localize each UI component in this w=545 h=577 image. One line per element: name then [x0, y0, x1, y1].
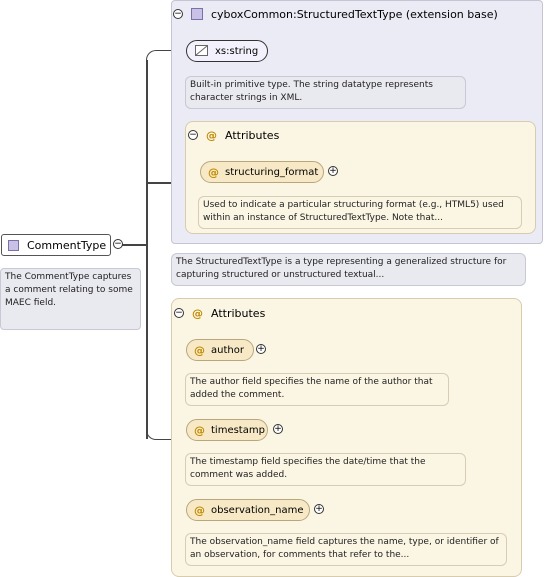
collapse-icon[interactable]: −: [174, 308, 184, 318]
attribute-icon: @: [208, 165, 219, 179]
base-type-box[interactable]: xs:string: [186, 40, 268, 62]
root-element[interactable]: CommentType: [1, 234, 111, 256]
expand-icon[interactable]: +: [256, 344, 266, 354]
extension-header-label: cyboxCommon:StructuredTextType (extensio…: [211, 7, 498, 21]
attribute-label: observation_name: [211, 504, 304, 516]
extension-attributes-header: − @ Attributes: [188, 127, 388, 143]
attribute-author[interactable]: @ author: [186, 339, 254, 361]
connector-trunk: [146, 60, 148, 439]
expand-icon[interactable]: +: [314, 504, 324, 514]
attribute-observation-name[interactable]: @ observation_name: [186, 499, 310, 521]
root-element-doc: The CommentType captures a comment relat…: [0, 268, 141, 330]
attribute-label: timestamp: [211, 424, 265, 436]
collapse-icon[interactable]: −: [188, 130, 198, 140]
attribute-label: author: [211, 344, 244, 356]
extension-header: − cyboxCommon:StructuredTextType (extens…: [173, 6, 533, 22]
attribute-label: structuring_format: [225, 166, 319, 178]
complex-type-icon: [8, 239, 19, 251]
attribute-author-doc: The author field specifies the name of t…: [185, 373, 449, 406]
primitive-type-icon: [195, 45, 208, 56]
connector-top-curve: [146, 50, 186, 70]
attributes-label: Attributes: [211, 306, 266, 320]
attribute-timestamp[interactable]: @ timestamp: [186, 419, 268, 441]
base-type-label: xs:string: [215, 45, 259, 57]
attribute-icon: @: [194, 343, 205, 357]
complex-type-icon: [191, 8, 203, 20]
collapse-icon[interactable]: −: [113, 239, 123, 249]
extension-doc: The StructuredTextType is a type represe…: [171, 253, 526, 286]
attribute-icon: @: [206, 128, 217, 142]
attribute-icon: @: [192, 306, 203, 320]
attribute-structuring-format[interactable]: @ structuring_format: [200, 161, 324, 183]
expand-icon[interactable]: +: [273, 424, 283, 434]
extension-attributes-label: Attributes: [225, 128, 280, 142]
attribute-icon: @: [194, 503, 205, 517]
attributes-header: − @ Attributes: [174, 305, 374, 321]
attribute-timestamp-doc: The timestamp field specifies the date/t…: [185, 453, 466, 486]
root-element-label: CommentType: [27, 238, 107, 252]
collapse-icon[interactable]: −: [173, 9, 183, 19]
attribute-icon: @: [194, 423, 205, 437]
attribute-structuring-format-doc: Used to indicate a particular structurin…: [198, 196, 522, 229]
connector-bottom-curve: [146, 420, 186, 440]
connector-root: [122, 244, 146, 246]
attribute-observation-name-doc: The observation_name field captures the …: [185, 533, 507, 566]
base-type-doc: Built-in primitive type. The string data…: [185, 76, 466, 109]
expand-icon[interactable]: +: [328, 166, 338, 176]
